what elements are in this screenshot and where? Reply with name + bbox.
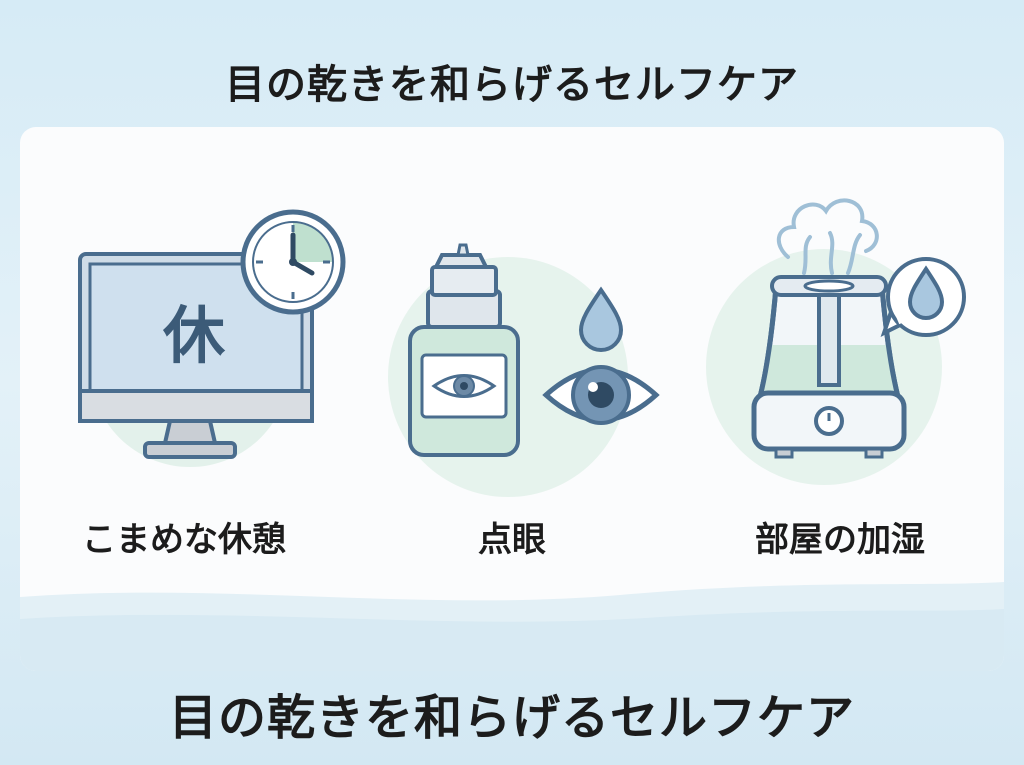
item-label-humidifier: 部屋の加湿 [755,520,925,560]
wave-decoration [20,582,1004,671]
page-title: 目の乾きを和らげるセルフケア [225,62,799,108]
humidifier-icon [706,198,966,485]
footer-title: 目の乾きを和らげるセルフケア [168,690,855,746]
self-care-card: 休 こまめな休憩 [20,127,1004,671]
screen-kanji: 休 [162,299,226,372]
eye-drops-icon [388,243,660,497]
item-label-breaks: こまめな休憩 [82,520,286,560]
item-humidifier: 部屋の加湿 [676,127,1004,671]
monitor-clock-icon: 休 [78,209,346,467]
item-frequent-breaks: 休 こまめな休憩 [20,127,348,671]
item-eye-drops: 点眼 [348,127,676,671]
item-label-eye-drops: 点眼 [478,520,546,560]
